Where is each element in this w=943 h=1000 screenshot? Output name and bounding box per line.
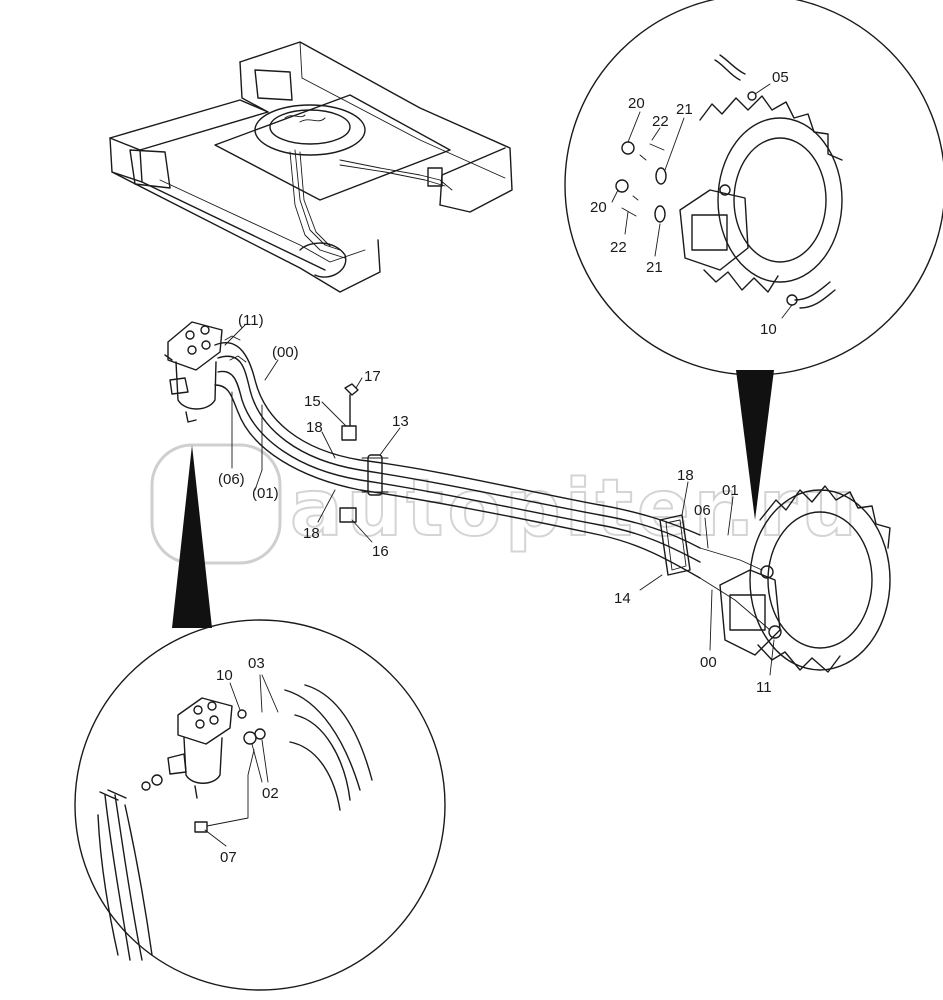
callout-bl-10: 10 (216, 667, 233, 684)
callout-labels: (11) (00) (06) (01) 17 15 18 13 18 16 18… (216, 69, 789, 866)
callout-tr-21-upper: 21 (676, 101, 693, 118)
undercarriage-overview (109, 41, 513, 293)
leader-lines (204, 83, 793, 847)
detail-circle-top-right (564, 0, 943, 520)
callout-tr-22-lower: 22 (610, 239, 627, 256)
callout-tr-21-lower: 21 (646, 259, 663, 276)
hose-guard-14 (659, 514, 691, 576)
callout-11: 11 (756, 679, 772, 696)
callout-tr-05: 05 (772, 69, 789, 86)
callout-tr-20-upper: 20 (628, 95, 645, 112)
callout-17: 17 (364, 368, 381, 385)
callout-11-paren: (11) (238, 312, 264, 329)
callout-tr-10: 10 (760, 321, 777, 338)
callout-00: 00 (700, 654, 717, 671)
callout-06: 06 (694, 502, 711, 519)
callout-18-upper: 18 (306, 419, 323, 436)
callout-16: 16 (372, 543, 389, 560)
callout-06-paren: (06) (218, 471, 245, 488)
callout-18-right: 18 (677, 467, 694, 484)
callout-14: 14 (614, 590, 631, 607)
callout-00-paren: (00) (272, 344, 299, 361)
swivel-joint (164, 321, 223, 423)
callout-01-paren: (01) (252, 485, 279, 502)
callout-bl-07: 07 (220, 849, 237, 866)
callout-tr-22-upper: 22 (652, 113, 669, 130)
callout-13: 13 (392, 413, 409, 430)
bolt-17 (341, 383, 359, 441)
bracket-16 (339, 507, 357, 523)
detail-circle-bottom-left (74, 445, 446, 991)
watermark: autopiter.ru (150, 443, 861, 565)
callout-15: 15 (304, 393, 321, 410)
callout-18-lower: 18 (303, 525, 320, 542)
callout-bl-02: 02 (262, 785, 279, 802)
watermark-text: autopiter.ru (290, 464, 861, 554)
callout-tr-20-lower: 20 (590, 199, 607, 216)
callout-bl-03: 03 (248, 655, 265, 672)
callout-01: 01 (722, 482, 739, 499)
hose-clamp-13 (361, 454, 389, 496)
